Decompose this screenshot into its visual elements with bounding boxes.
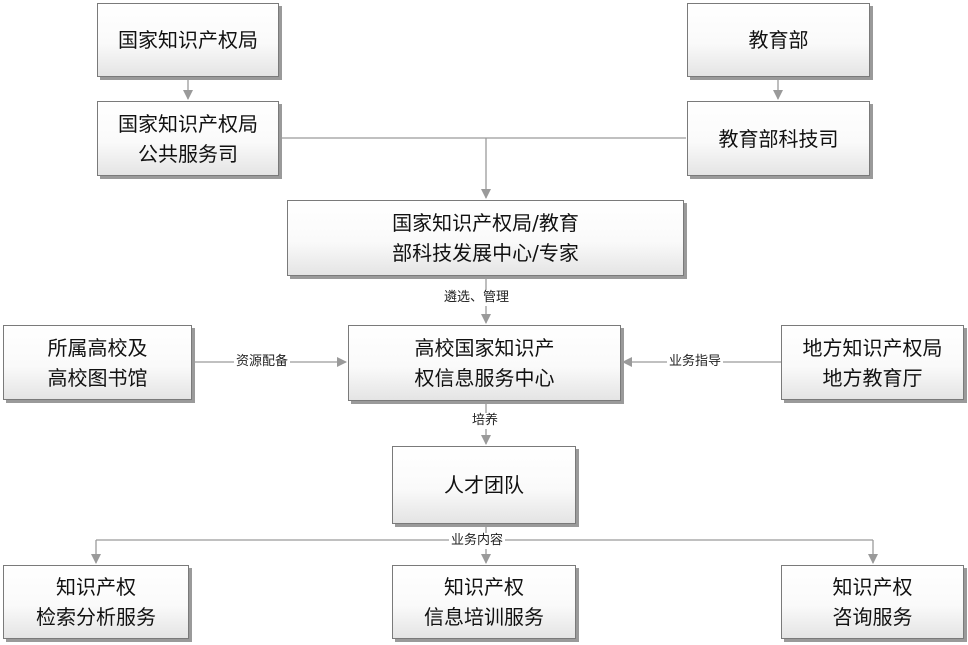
- node-talent-team: 人才团队: [392, 446, 576, 524]
- node-cnipa-public-service: 国家知识产权局 公共服务司: [97, 101, 279, 176]
- node-cnipa: 国家知识产权局: [97, 3, 279, 77]
- edge-label-resource-alloc: 资源配备: [234, 354, 291, 370]
- node-consulting-service-line-2: 咨询服务: [832, 605, 913, 629]
- node-ip-info-center-line-2: 权信息服务中心: [414, 366, 555, 390]
- node-ip-info-center-line-1: 高校国家知识产: [414, 336, 555, 360]
- node-training-service-line-2: 信息培训服务: [424, 605, 544, 629]
- node-talent-team-line-1: 人才团队: [444, 473, 524, 497]
- node-university-library-line-1: 所属高校及: [47, 335, 148, 360]
- node-moe-sci-tech-line-1: 教育部科技司: [718, 126, 839, 151]
- node-search-analysis-service-line-2: 检索分析服务: [36, 605, 156, 629]
- node-search-analysis-service: 知识产权 检索分析服务: [3, 565, 189, 639]
- node-moe-line-1: 教育部: [748, 28, 809, 52]
- edge-label-train: 培养: [470, 413, 501, 429]
- node-moe: 教育部: [687, 3, 870, 77]
- node-cnipa-public-service-line-1: 国家知识产权局: [118, 111, 258, 136]
- node-center-experts: 国家知识产权局/教育 部科技发展中心/专家: [287, 200, 684, 276]
- node-ip-info-center: 高校国家知识产 权信息服务中心: [348, 325, 621, 401]
- node-training-service: 知识产权 信息培训服务: [392, 565, 576, 639]
- node-search-analysis-service-line-1: 知识产权: [56, 575, 136, 599]
- node-center-experts-line-1: 国家知识产权局/教育: [392, 211, 579, 235]
- node-university-library: 所属高校及 高校图书馆: [3, 325, 192, 400]
- node-moe-sci-tech: 教育部科技司: [687, 101, 870, 176]
- edge-label-select-manage: 遴选、管理: [442, 290, 512, 306]
- edge-label-business-guide: 业务指导: [667, 354, 724, 370]
- node-cnipa-line-1: 国家知识产权局: [118, 28, 258, 52]
- node-local-departments-line-2: 地方教育厅: [822, 365, 923, 390]
- node-cnipa-public-service-line-2: 公共服务司: [138, 141, 238, 166]
- node-local-departments: 地方知识产权局 地方教育厅: [781, 325, 964, 400]
- node-university-library-line-2: 高校图书馆: [47, 365, 148, 390]
- node-local-departments-line-1: 地方知识产权局: [802, 335, 943, 360]
- node-center-experts-line-2: 部科技发展中心/专家: [392, 241, 579, 265]
- node-consulting-service-line-1: 知识产权: [832, 575, 913, 599]
- node-training-service-line-1: 知识产权: [444, 575, 524, 599]
- node-consulting-service: 知识产权 咨询服务: [781, 565, 964, 639]
- edge-label-business-content: 业务内容: [449, 533, 506, 549]
